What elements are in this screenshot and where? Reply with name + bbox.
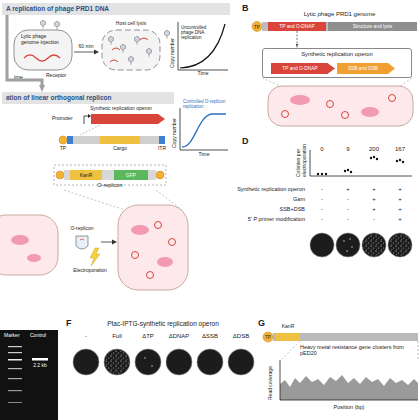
arrow-outline <box>337 63 395 74</box>
annotation: Lytic phage genome injection <box>21 34 65 46</box>
part-label: Cargo <box>113 146 127 152</box>
annotation: Heavy metal resistance gene clusters fro… <box>300 344 416 357</box>
node-label: TP and O-DNAP <box>271 63 329 74</box>
operon-box: Synthetic replication operon TP and O-DNA… <box>262 48 412 78</box>
value-label: 200 <box>369 146 379 153</box>
lane-label: Control <box>30 333 46 339</box>
sign-mark: - <box>321 196 323 203</box>
row-label: Gam <box>293 196 305 202</box>
annotation: Controlled O-replicon replication <box>183 99 228 109</box>
gene-block: Structure and lysis <box>328 22 417 31</box>
node-label: SSB and DSB <box>337 63 389 74</box>
arrow-head <box>39 85 45 92</box>
panel-letter: D <box>242 136 249 146</box>
annotation: O-replicon <box>70 226 93 232</box>
column-label: ΔTP <box>142 333 154 340</box>
size-label: 2.2 kb <box>33 363 47 369</box>
axis-label: Copy number <box>172 118 178 148</box>
connector-line <box>7 15 42 85</box>
node-label: Lytic phage PRD1 genome <box>262 11 417 17</box>
node-label: GFP <box>114 170 148 180</box>
axis-label: Read coverage <box>268 366 274 400</box>
axis-label: Time <box>199 152 210 158</box>
annotation: Uncontrolled phage DNA replication <box>181 25 215 41</box>
lane-label: Marker <box>4 333 20 339</box>
part-label: TP <box>265 335 271 340</box>
panel-title: Ptac-IPTG-synthetic replication operon <box>107 320 219 327</box>
axis-label: Colonies per electroporation <box>296 135 308 177</box>
connector-arrow <box>7 15 45 92</box>
node-label: KanR <box>70 170 102 180</box>
part-label: TP <box>60 146 66 152</box>
annotation: Receptor <box>46 73 66 79</box>
row-label: SSB+DSB <box>279 206 305 212</box>
annotation: Promoter <box>52 116 73 122</box>
node-label: Synthetic replication operon <box>263 51 411 57</box>
row-label: Synthetic replication operon <box>237 186 305 192</box>
column-label: ΔDNAP <box>169 333 190 340</box>
gene-block: TP and O-DNAP <box>268 22 326 31</box>
panel-band: A replication of phage PRD1 DNA <box>2 3 230 15</box>
node-label: ation of linear orthogonal replicon <box>2 92 174 104</box>
sign-mark: - <box>347 196 349 203</box>
sign-mark: + <box>372 186 376 193</box>
connector-arrow <box>296 31 299 48</box>
replicon-bar: O-repliconKanRGFP <box>64 170 156 180</box>
gene-arrow: SSB and DSB <box>337 63 395 74</box>
part-label: KanR <box>282 324 295 330</box>
part-label: ITR <box>158 146 166 152</box>
sign-mark: + <box>372 196 376 203</box>
annotation: 60 min <box>78 44 93 50</box>
value-label: 167 <box>395 146 405 153</box>
genome-bar: Lytic phage PRD1 genomeTP and O-DNAPStru… <box>262 22 417 31</box>
sign-mark: - <box>373 216 375 223</box>
panel-letter: G <box>258 318 265 328</box>
column-label: Full <box>112 333 122 340</box>
annotation: Synthetic replication operon <box>90 106 152 112</box>
node-label: O-replicon <box>64 182 156 188</box>
row-label: 5' P primer modification <box>248 216 305 222</box>
value-label: 9 <box>346 146 349 153</box>
panel-letter: F <box>66 318 72 328</box>
sign-mark: - <box>347 216 349 223</box>
gene-block: GFP <box>114 170 148 180</box>
connector-line <box>297 31 298 44</box>
gene-block: KanR <box>70 170 102 180</box>
arrow-outline <box>271 63 335 74</box>
sign-mark: + <box>346 186 350 193</box>
axis-label: Copy number <box>170 38 176 68</box>
sign-mark: - <box>321 216 323 223</box>
annotation: ime <box>14 74 23 80</box>
column-label: - <box>85 333 87 340</box>
sign-mark: + <box>398 196 402 203</box>
node-label: A replication of phage PRD1 DNA <box>2 3 230 15</box>
annotation: Host cell lysis <box>116 21 146 27</box>
sign-mark: - <box>347 206 349 213</box>
sign-mark: - <box>321 186 323 193</box>
part-label: TP <box>254 25 260 30</box>
column-label: ΔSSB <box>202 333 218 340</box>
panel-letter: B <box>242 3 249 13</box>
axis-label: Position (bp) <box>334 404 365 410</box>
annotation: Electroporation <box>73 268 107 274</box>
sign-mark: + <box>398 216 402 223</box>
sign-mark: - <box>321 206 323 213</box>
sign-mark: + <box>398 206 402 213</box>
node-label: TP and O-DNAP <box>268 22 326 31</box>
axis-label: Time <box>198 71 209 77</box>
sign-mark: + <box>372 206 376 213</box>
gene-arrow: TP and O-DNAP <box>271 63 335 74</box>
column-label: ΔDSB <box>233 333 249 340</box>
value-label: 0 <box>320 146 323 153</box>
panel-band: ation of linear orthogonal replicon <box>2 92 174 104</box>
arrow-head <box>296 44 299 48</box>
sign-mark: + <box>398 186 402 193</box>
node-label: Structure and lysis <box>328 22 417 31</box>
